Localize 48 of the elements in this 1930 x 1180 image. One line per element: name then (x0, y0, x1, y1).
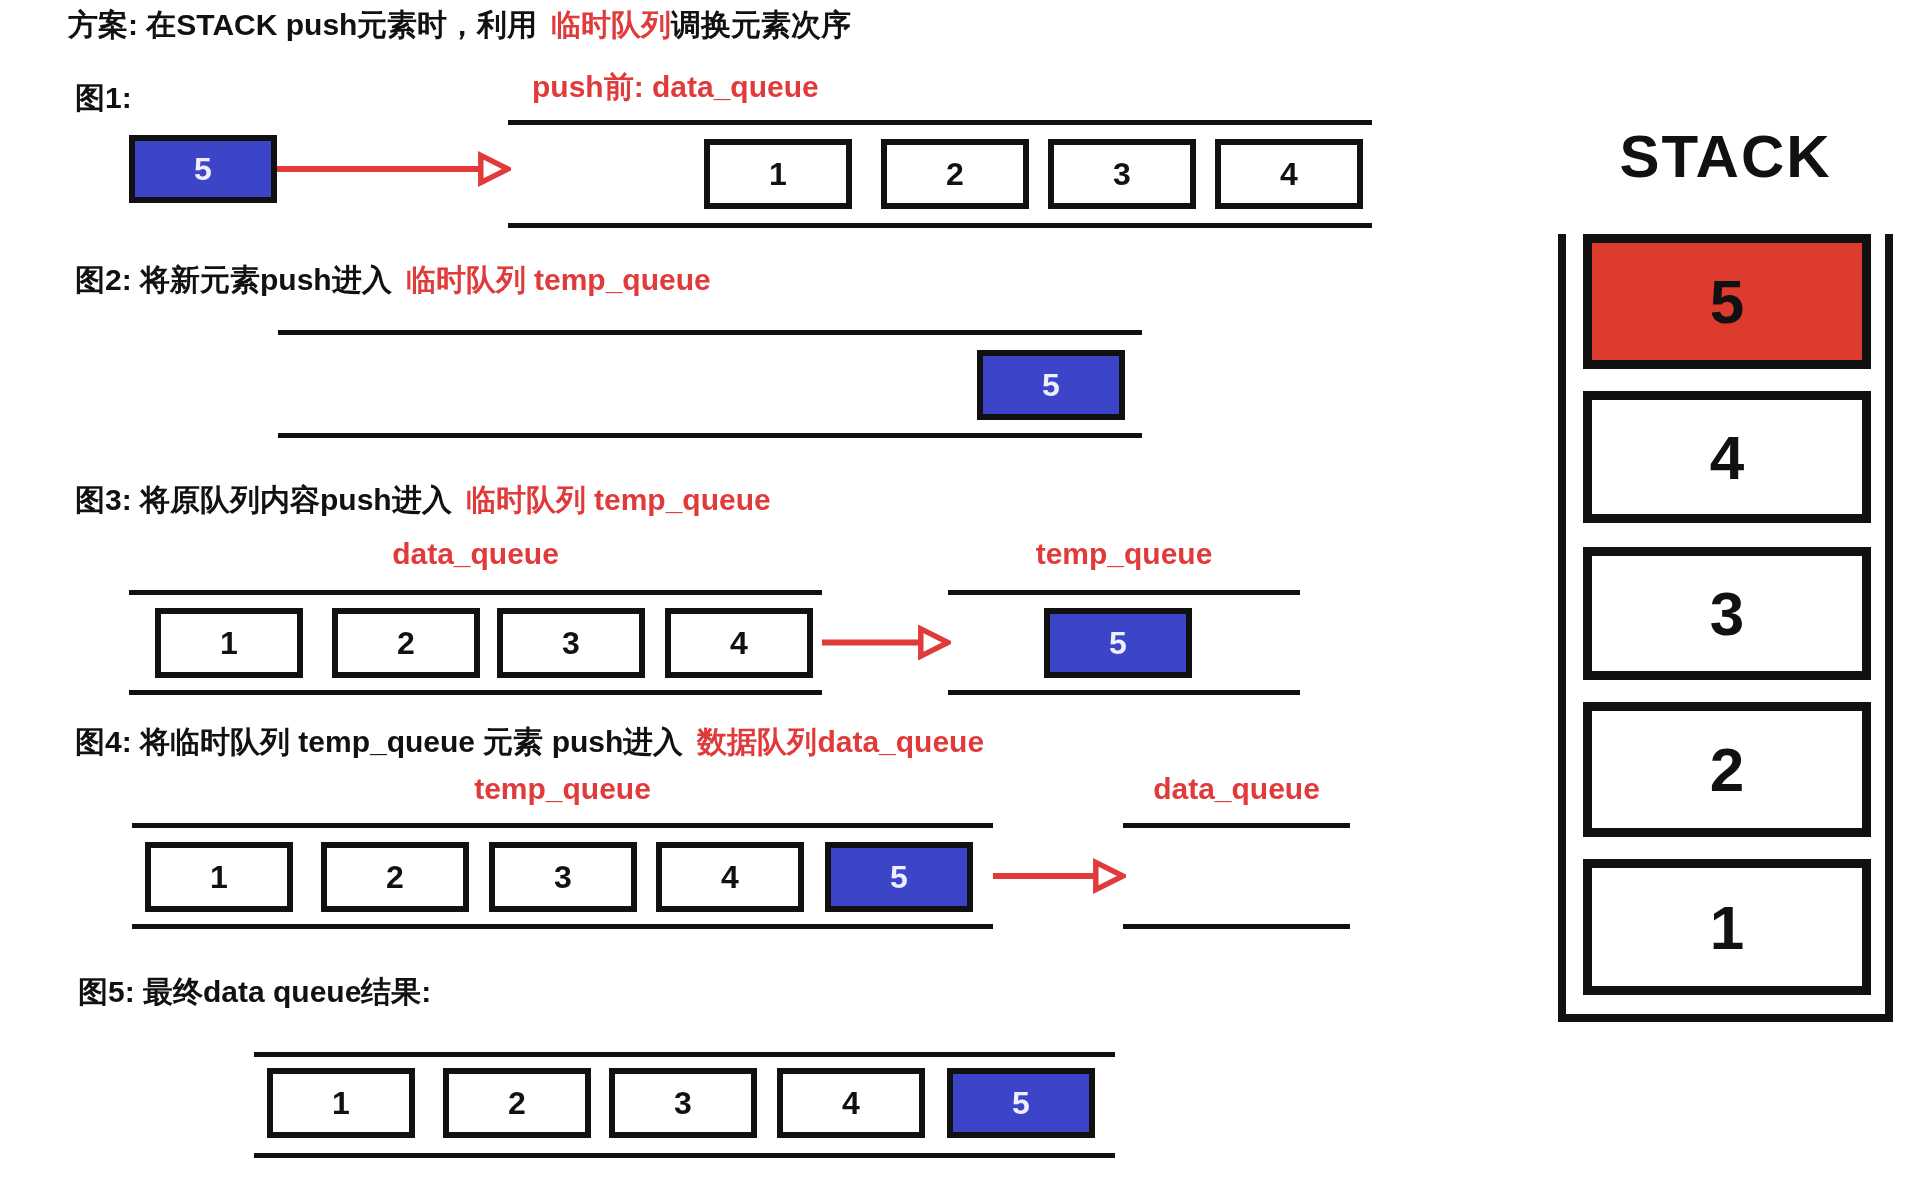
element-box: 3 (1048, 139, 1196, 209)
element-box: 5 (129, 135, 277, 203)
element-box: 4 (1583, 391, 1871, 523)
queue-label: temp_queue (474, 772, 651, 806)
queue-band (278, 330, 1142, 438)
element-box: 2 (332, 608, 480, 678)
highlighted-text: 数据队列data_queue (697, 725, 985, 758)
queue-label: push前: data_queue (532, 69, 819, 105)
element-box: 4 (665, 608, 813, 678)
element-box: 5 (1583, 234, 1871, 369)
title-text: 临时队列 (551, 8, 672, 41)
stack-label: STACK (1619, 122, 1832, 191)
element-box: 1 (1583, 859, 1871, 995)
title-text: 方案: 在STACK push元素时，利用 (68, 8, 538, 41)
heading-text: 图1: (75, 81, 132, 114)
arrow (993, 859, 1126, 893)
arrow (822, 626, 951, 659)
highlighted-text: 临时队列 temp_queue (465, 483, 771, 516)
element-box: 3 (1583, 547, 1871, 680)
element-box: 3 (609, 1068, 757, 1138)
heading-text: 图5: 最终data queue结果: (78, 975, 432, 1008)
element-box: 1 (704, 139, 852, 209)
title-text: 调换元素次序 (671, 8, 852, 41)
element-box: 1 (145, 842, 293, 912)
element-box: 2 (1583, 702, 1871, 837)
arrow (277, 152, 511, 186)
queue-label: data_queue (1153, 772, 1320, 806)
element-box: 1 (267, 1068, 415, 1138)
queue-label: data_queue (392, 537, 559, 571)
element-box: 2 (881, 139, 1029, 209)
heading-text: 图3: 将原队列内容push进入 (75, 483, 452, 516)
element-box: 5 (1044, 608, 1192, 678)
element-box: 1 (155, 608, 303, 678)
element-box: 2 (443, 1068, 591, 1138)
element-box: 4 (1215, 139, 1363, 209)
heading-text: 图4: 将临时队列 temp_queue 元素 push进入 (75, 725, 684, 758)
queue-label: temp_queue (1035, 537, 1213, 571)
element-box: 3 (489, 842, 637, 912)
queue-band (254, 1052, 1115, 1158)
heading-text: 图2: 将新元素push进入 (75, 263, 392, 296)
element-box: 5 (977, 350, 1125, 420)
highlighted-text: 临时队列 temp_queue (405, 263, 711, 296)
element-box: 5 (947, 1068, 1095, 1138)
element-box: 4 (777, 1068, 925, 1138)
element-box: 4 (656, 842, 804, 912)
element-box: 3 (497, 608, 645, 678)
element-box: 5 (825, 842, 973, 912)
element-box: 2 (321, 842, 469, 912)
